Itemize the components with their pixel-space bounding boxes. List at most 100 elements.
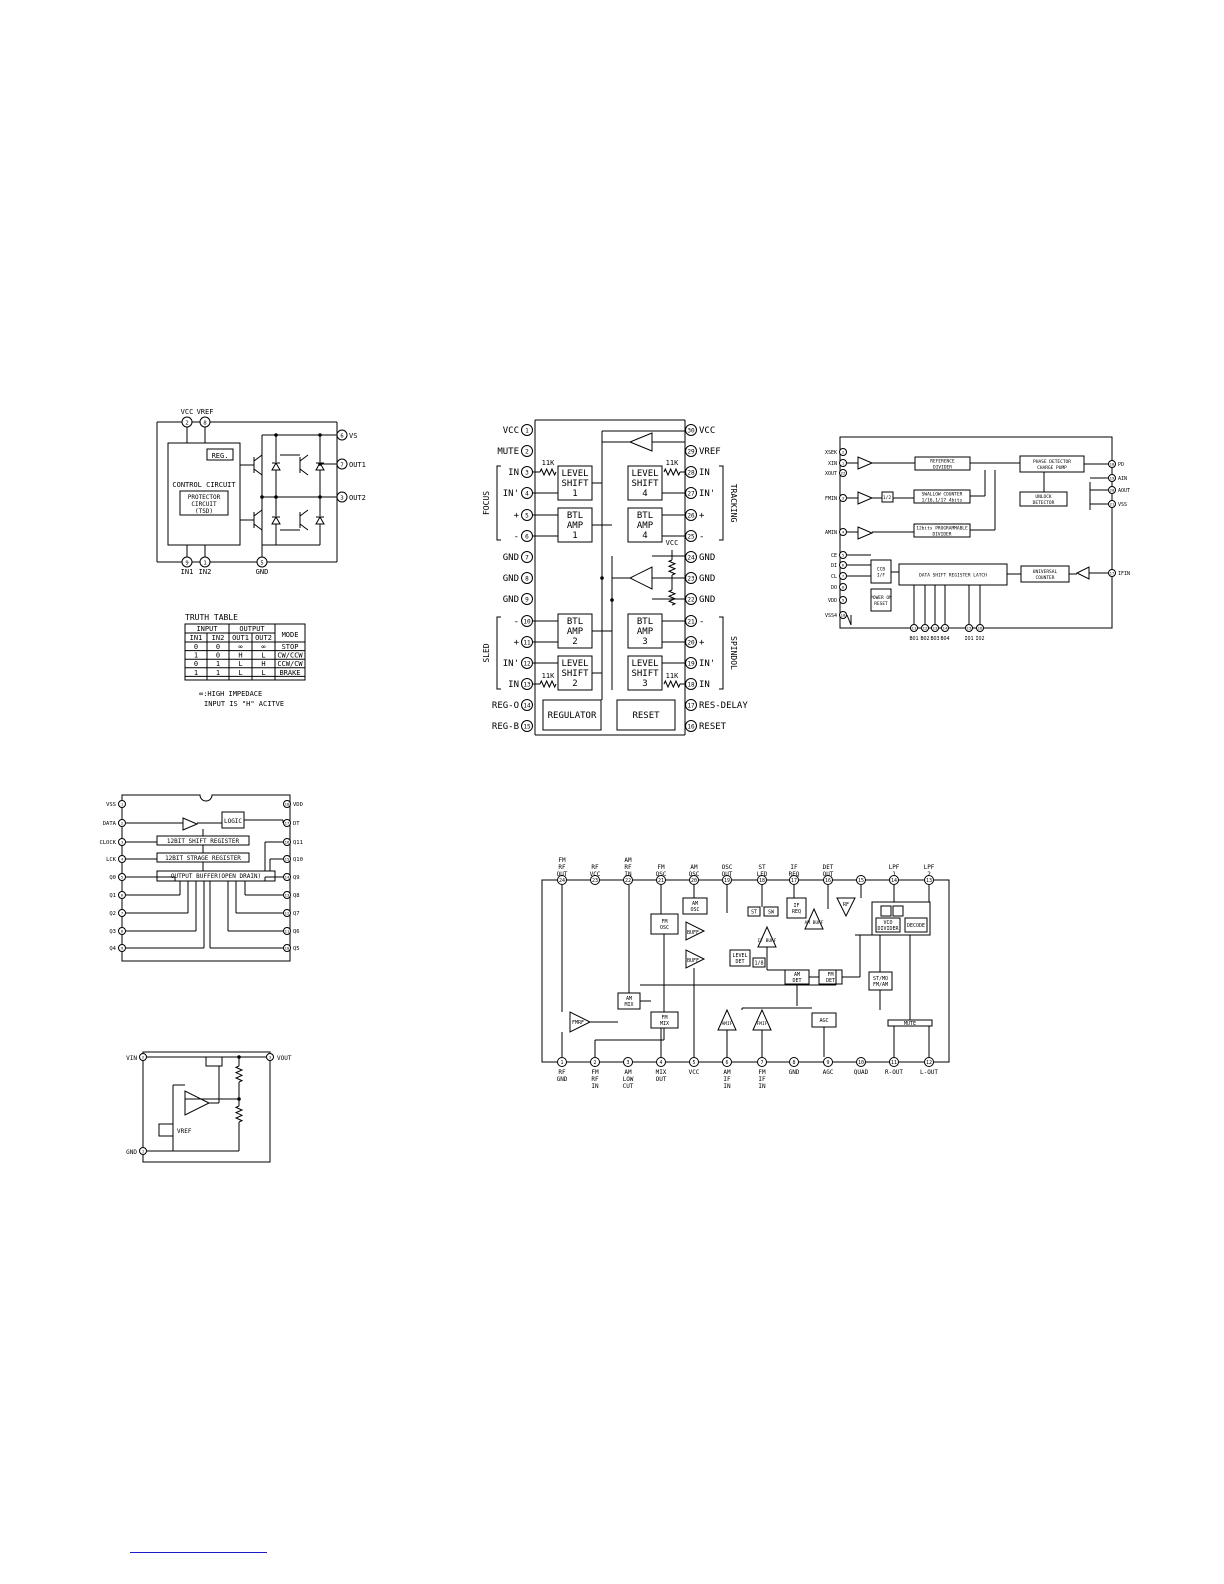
am-osc-block-label: OSC: [690, 907, 699, 913]
decode-block: [904, 917, 928, 933]
programmable-divider-label: DIVIDER: [933, 532, 952, 538]
tuner-bottom-pin-2-circle: [623, 1057, 633, 1067]
level-shift-3-label: SHIFT: [631, 669, 659, 679]
servo-right-pin-label-4: +: [699, 511, 705, 521]
res-tracking-label: 11K: [666, 459, 679, 467]
shift-right-pin-6-number: 12: [285, 911, 290, 916]
footer-link-underline[interactable]: [130, 1552, 267, 1553]
control-circuit-label: CONTROL CIRCUIT: [172, 481, 236, 489]
fm-det-block-label: FM: [827, 972, 833, 978]
servo-left-pin-10-circle: [521, 636, 533, 648]
tuner-bottom-pin-7-circle: [789, 1057, 799, 1067]
spindol-group-bracket: [719, 616, 724, 690]
transistor-emitter: [253, 468, 263, 476]
level-shift-2-label: SHIFT: [561, 669, 589, 679]
divide-by-8-block-label: 1/8: [754, 961, 763, 967]
pll-left-pin-label-1: XIN: [828, 461, 837, 467]
servo-left-pin-label-6: GND: [503, 553, 519, 563]
tuner-top-pin-2-circle: [623, 875, 633, 885]
pll-left-pin-6-number: 6: [842, 563, 845, 568]
tuner-bottom-pin-label-6: IN: [758, 1083, 766, 1090]
tuner-top-pin-11-circle: [924, 875, 934, 885]
shift-left-pin-2-number: 3: [121, 840, 124, 845]
servo-right-pin-label-1: VREF: [699, 447, 721, 457]
servo-left-pin-6-circle: [521, 551, 533, 563]
servo-right-pin-9-number: 21: [687, 618, 695, 625]
tuner-bottom-pin-3-number: 4: [660, 1060, 663, 1066]
tuner-top-pin-label-4: OSC: [689, 871, 700, 878]
shift-right-pin-4-circle: [283, 873, 291, 881]
btl-amp-3-label: 3: [642, 637, 647, 647]
pll-bottom-pin-1-number: 12: [923, 626, 928, 631]
pll-bottom-pin-4-number: 15: [967, 626, 972, 631]
tuner-top-pin-7-number: 17: [791, 878, 797, 884]
servo-left-pin-8-circle: [521, 593, 533, 605]
level-shift-3: [627, 655, 663, 691]
shift-right-pin-label-3: Q10: [293, 857, 303, 863]
power-on-reset: [870, 588, 892, 612]
diode: [271, 461, 281, 471]
driver-right-pin-label-0: VS: [349, 432, 357, 440]
btl-amp-4: [627, 507, 663, 543]
pll-right-pin-3-circle: [1108, 500, 1116, 508]
servo-left-pin-12-number: 13: [523, 681, 531, 688]
shift-right-pin-label-2: Q11: [293, 840, 303, 846]
tuner-bottom-pin-11-circle: [924, 1057, 934, 1067]
driver-junction-4: [274, 495, 278, 499]
res-focus: [539, 467, 557, 477]
tuner-top-pin-9-circle: [856, 875, 866, 885]
res-sled: [539, 679, 557, 689]
pll-right-pin-label-2: AOUT: [1118, 488, 1130, 494]
servo-right-pin-label-5: -: [699, 532, 704, 542]
shift-left-pin-7-circle: [118, 927, 126, 935]
tuner-top-pin-4-circle: [689, 875, 699, 885]
btl-amp-2-label: BTL: [567, 617, 583, 627]
servo-right-pin-13-number: 17: [687, 702, 695, 709]
servo-right-pin-0-circle: [685, 424, 697, 436]
servo-left-pin-11-number: 12: [523, 660, 531, 667]
btl-amp-1-label: AMP: [567, 521, 584, 531]
servo-right-pin-12-circle: [685, 678, 697, 690]
universal-counter-label: COUNTER: [1036, 575, 1055, 581]
osc-buffer-2: [685, 949, 706, 969]
servo-left-pin-10-number: 11: [523, 639, 531, 646]
rf-amp: [836, 897, 856, 918]
driver-right-pin-label-2: OUT2: [349, 494, 366, 502]
if-req-block: [786, 897, 807, 919]
osc-buffer-1: [685, 921, 706, 941]
tuner-top-pin-label-4: AM: [690, 864, 698, 871]
reg-vout-pin-number: 3: [269, 1055, 272, 1060]
shift-right-pin-3-circle: [283, 855, 291, 863]
tuner-bottom-pin-label-0: RF: [558, 1069, 566, 1076]
tuner-bottom-pin-2-number: 3: [627, 1060, 630, 1066]
servo-left-pin-7-number: 8: [525, 575, 529, 582]
tuner-bottom-pin-0-number: 1: [561, 1060, 564, 1066]
pll-left-pin-3-number: 3: [842, 496, 845, 501]
pll-right-pin-2-number: 20: [1110, 488, 1115, 493]
tuner-bottom-pin-6-circle: [757, 1057, 767, 1067]
tuner-bottom-pin-9-circle: [856, 1057, 866, 1067]
btl-amp-2-label: AMP: [567, 627, 584, 637]
tuner-bottom-pin-8-number: 9: [827, 1060, 830, 1066]
am-mix-block-label: AM: [626, 996, 632, 1002]
tuner-bottom-pin-label-2: CUT: [623, 1083, 634, 1090]
vref-buffer-amp: [628, 432, 653, 452]
transistor-collector: [253, 509, 263, 517]
am-det-block-label: DET: [792, 978, 801, 984]
btl-amp-2: [557, 613, 593, 649]
shift-left-pin-1-circle: [118, 819, 126, 827]
tuner-top-pin-0-number: 24: [559, 878, 565, 884]
pll-bottom-pin-label-1: BO2: [920, 636, 929, 642]
res-sled-label: 11K: [542, 672, 555, 680]
shift-right-pin-2-number: 16: [285, 840, 290, 845]
divide-by-8-block: [752, 957, 766, 968]
servo-right-pin-11-circle: [685, 657, 697, 669]
truth-table-note-2: INPUT IS "H" ACITVE: [204, 700, 284, 708]
feedback-res-bottom: [234, 1105, 244, 1123]
table-cell-2-3: H: [261, 660, 265, 668]
tuner-top-pin-label-0: OUT: [557, 871, 568, 878]
servo-junction-0: [600, 576, 604, 580]
tuner-bottom-pin-5-circle: [722, 1057, 732, 1067]
if-req-block-label: IF: [793, 903, 799, 909]
